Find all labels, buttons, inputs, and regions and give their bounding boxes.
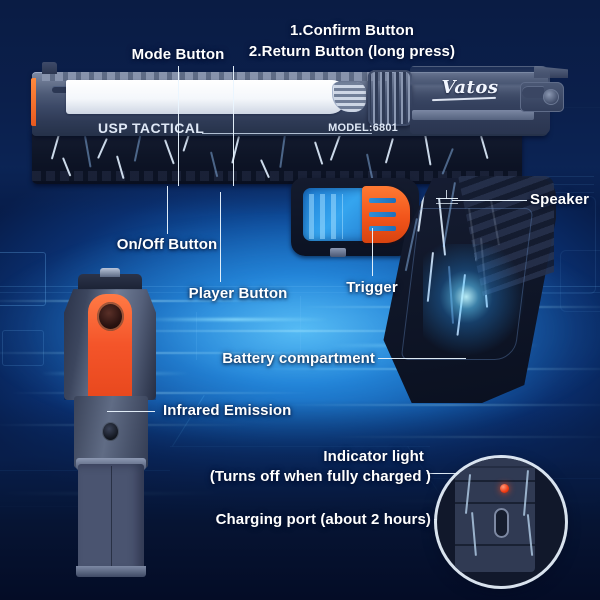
callout-charging-port: Charging port (about 2 hours)	[215, 511, 431, 528]
inset-side-panel	[533, 490, 546, 536]
callout-on-off-button: On/Off Button	[116, 236, 218, 253]
charging-port-detail-inset	[437, 458, 565, 586]
safety-lever[interactable]	[522, 86, 544, 98]
callout-battery-compartment: Battery compartment	[222, 350, 375, 367]
slide-top-serrations	[42, 72, 387, 81]
inset-magazine-base	[473, 554, 517, 584]
callout-player-button: Player Button	[188, 285, 288, 302]
slide-rear-band	[412, 110, 534, 120]
model-number-text: MODEL:6801	[328, 122, 398, 134]
usb-c-charging-port[interactable]	[494, 508, 509, 538]
magazine-release[interactable]	[330, 248, 346, 257]
front-view-muzzle-bore	[97, 302, 124, 331]
callout-return-button: 2.Return Button (long press)	[248, 43, 456, 60]
product-side-view: Vatos USP TACTICAL MODEL:6801	[28, 58, 570, 403]
front-sight	[42, 62, 57, 74]
product-front-view	[56, 268, 166, 577]
callout-indicator-note: (Turns off when fully charged )	[209, 468, 431, 485]
front-view-magazine-base	[76, 566, 146, 577]
battery-compartment-panel[interactable]	[400, 208, 534, 360]
brand-logo: Vatos	[441, 77, 499, 98]
safety-knob[interactable]	[543, 89, 559, 105]
slide-marking-text: USP TACTICAL	[98, 120, 205, 136]
callout-confirm-button: 1.Confirm Button	[289, 22, 415, 39]
callout-indicator-light: Indicator light	[323, 448, 424, 465]
callout-trigger: Trigger	[346, 279, 398, 296]
callout-infrared-emission: Infrared Emission	[163, 402, 292, 419]
gun-frame	[32, 132, 522, 184]
slide-marking-rule	[202, 133, 372, 134]
infrared-emitter	[102, 422, 119, 441]
slide-marking: USP TACTICAL MODEL:6801	[98, 120, 398, 140]
muzzle-orange-tip	[31, 78, 36, 126]
front-view-slide-top	[78, 274, 142, 290]
front-view-magazine-seam	[111, 466, 112, 570]
frame-rail	[32, 171, 522, 181]
callout-speaker: Speaker	[530, 191, 590, 208]
indicator-led	[500, 484, 509, 493]
callout-mode-button: Mode Button	[131, 46, 225, 63]
barrel-knurled-ring	[368, 70, 412, 126]
slide-grooves	[334, 82, 366, 112]
slide-white-panel	[66, 80, 366, 114]
front-view-sight	[100, 268, 120, 277]
trigger[interactable]	[362, 186, 410, 243]
slide-cut-front	[52, 86, 70, 93]
